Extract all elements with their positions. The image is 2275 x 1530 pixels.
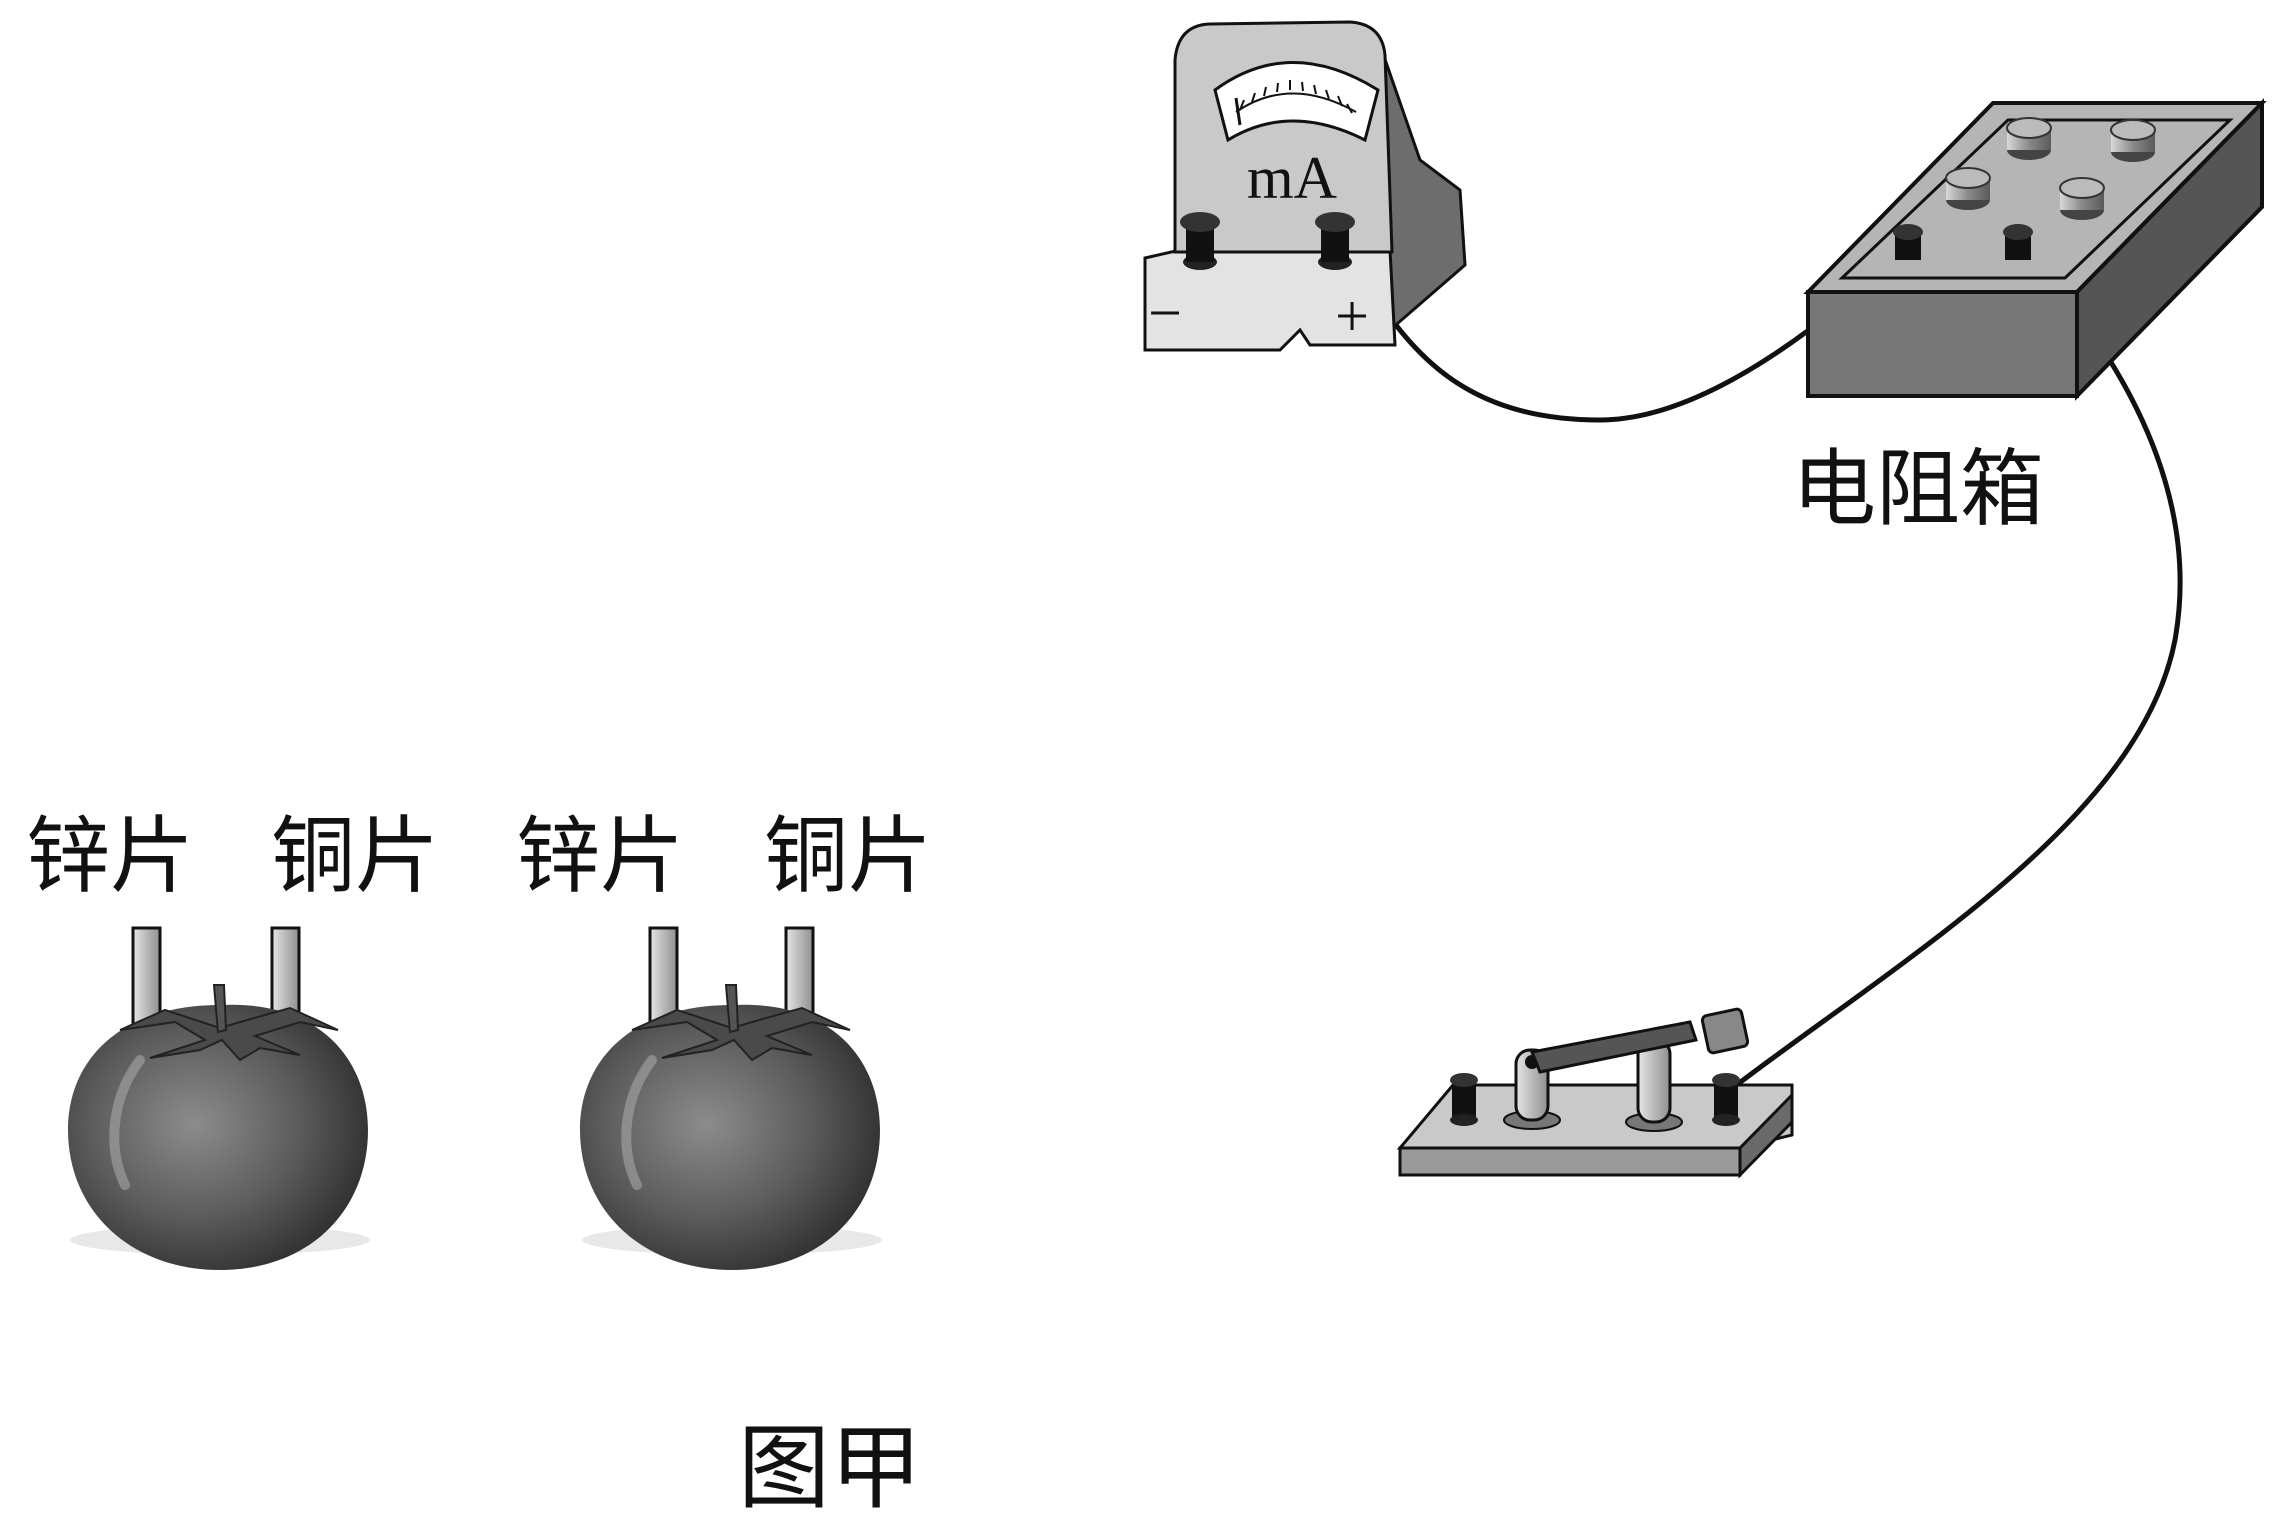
resistance-knob[interactable]	[2110, 119, 2156, 162]
fruit-cell: 锌片 铜片	[26, 807, 439, 1270]
zinc-plate	[131, 926, 162, 1030]
switch-terminal-left[interactable]	[1450, 1073, 1478, 1126]
tomato	[68, 1004, 368, 1270]
resistance-box: 电阻箱	[1792, 98, 2267, 538]
copper-plate-label: 铜片	[764, 807, 932, 905]
ammeter-dial	[1213, 61, 1380, 143]
ammeter-needle	[1234, 97, 1242, 126]
switch-blade	[1529, 1020, 1698, 1074]
resistance-knob[interactable]	[2006, 117, 2052, 160]
zinc-plate-label: 锌片	[26, 807, 194, 905]
tomato-stem	[212, 984, 228, 1034]
resistance-knob[interactable]	[1945, 167, 1991, 210]
milliammeter: mA − +	[1143, 20, 1467, 352]
ammeter-scale-ticks	[1239, 80, 1353, 114]
tomato-stem	[724, 984, 740, 1034]
resistance-box-terminal-right[interactable]	[2003, 224, 2033, 260]
resistance-box-terminal-left[interactable]	[1893, 224, 1923, 260]
ammeter-terminal-negative[interactable]	[1180, 212, 1220, 270]
resistance-box-label: 电阻箱	[1792, 440, 2044, 538]
switch-base-front	[1398, 1146, 1742, 1177]
knife-switch	[1396, 1007, 1794, 1179]
zinc-plate-label: 锌片	[516, 807, 684, 905]
tomato-leaves	[631, 1006, 851, 1062]
resistance-box-front	[1806, 290, 2079, 398]
switch-handle[interactable]	[1700, 1007, 1750, 1055]
figure-caption: 图甲	[738, 1415, 922, 1522]
switch-base-side	[1738, 1091, 1794, 1179]
ammeter-terminal-positive[interactable]	[1315, 212, 1355, 270]
fruit-cell: 锌片 铜片	[516, 807, 932, 1270]
wire-box-to-switch	[1728, 243, 2183, 1092]
ammeter-positive-label: +	[1335, 283, 1369, 349]
resistance-knob[interactable]	[2059, 177, 2105, 220]
tomato-leaves	[119, 1006, 339, 1062]
resistance-box-side	[2075, 98, 2264, 401]
ammeter-negative-label: −	[1148, 280, 1182, 346]
switch-terminal-right[interactable]	[1712, 1073, 1740, 1126]
copper-plate-label: 铜片	[271, 807, 439, 905]
tomato	[580, 1004, 880, 1270]
ammeter-unit-label: mA	[1247, 145, 1337, 211]
